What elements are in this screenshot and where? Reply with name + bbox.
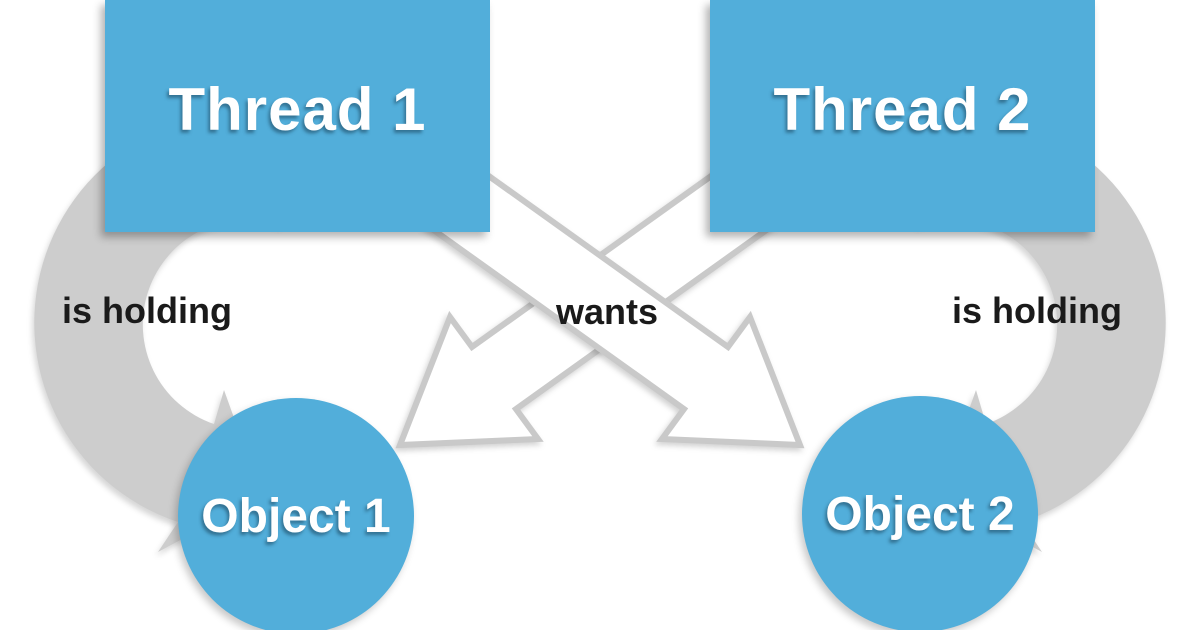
holding-arrow-left bbox=[34, 112, 316, 553]
label-wants: wants bbox=[555, 291, 659, 332]
node-thread2-label: Thread 2 bbox=[773, 75, 1032, 143]
node-thread1-label: Thread 1 bbox=[168, 75, 427, 143]
node-object2-label: Object 2 bbox=[825, 487, 1015, 541]
node-thread1: Thread 1 bbox=[105, 0, 490, 232]
node-thread2: Thread 2 bbox=[710, 0, 1095, 232]
node-object1-label: Object 1 bbox=[201, 489, 391, 543]
label-is-holding-left: is holding bbox=[62, 290, 232, 331]
node-object1: Object 1 bbox=[178, 398, 414, 630]
node-object2: Object 2 bbox=[802, 396, 1038, 630]
wants-arrow-thread1-to-object2 bbox=[423, 159, 805, 449]
label-is-holding-right: is holding bbox=[952, 290, 1122, 331]
holding-arrow-right bbox=[885, 112, 1166, 553]
